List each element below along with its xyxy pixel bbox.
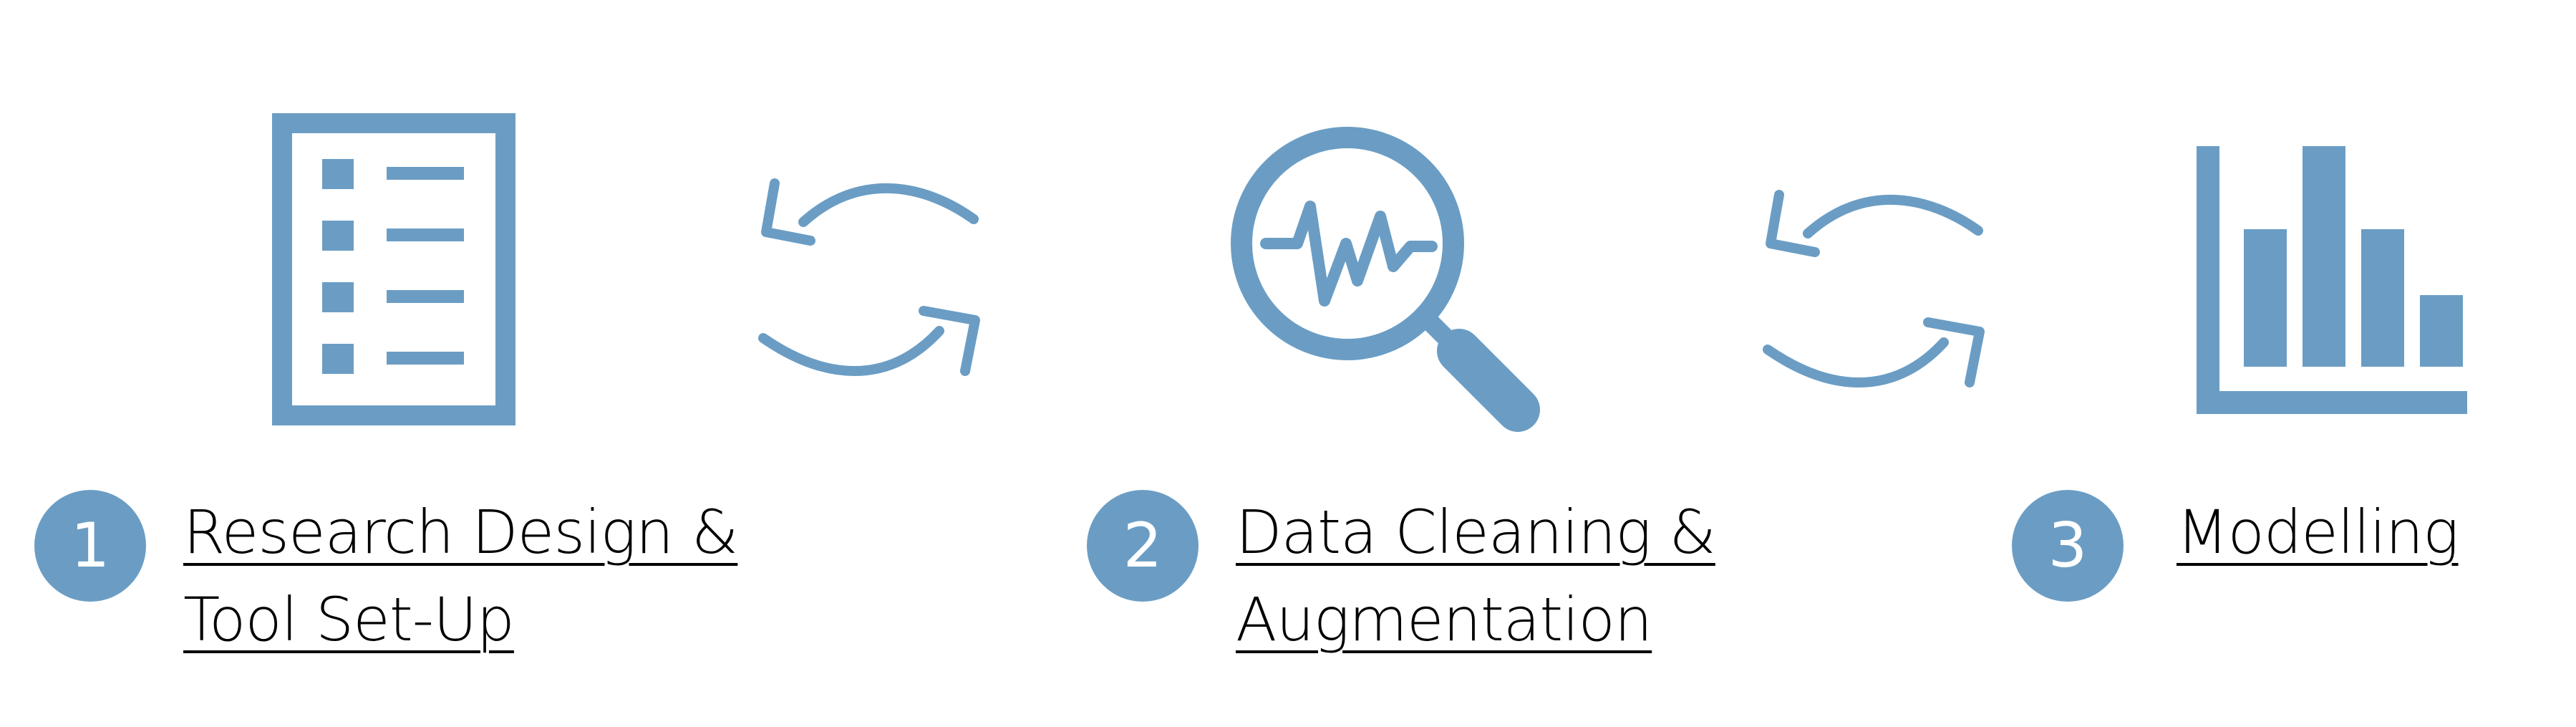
step-title: Modelling xyxy=(2176,488,2459,576)
step-number-badge: 2 xyxy=(1087,490,1199,602)
step-title: Data Cleaning & Augmentation xyxy=(1236,488,1716,663)
step-title-line: Data Cleaning & xyxy=(1236,497,1716,567)
step-title-line: Modelling xyxy=(2176,497,2459,567)
magnifier-waveform-icon xyxy=(1217,122,1546,444)
step-number-badge: 3 xyxy=(2012,490,2124,602)
step-number-badge: 1 xyxy=(34,490,146,602)
step-title-line: Tool Set-Up xyxy=(183,584,515,655)
checklist-document-icon xyxy=(272,113,515,425)
refresh-cycle-icon xyxy=(1749,183,2007,398)
step-title: Research Design & Tool Set-Up xyxy=(183,488,738,663)
step-title-line: Augmentation xyxy=(1236,584,1652,655)
refresh-cycle-icon xyxy=(745,172,1002,387)
step-title-line: Research Design & xyxy=(183,497,738,567)
bar-chart-icon xyxy=(2197,146,2469,418)
